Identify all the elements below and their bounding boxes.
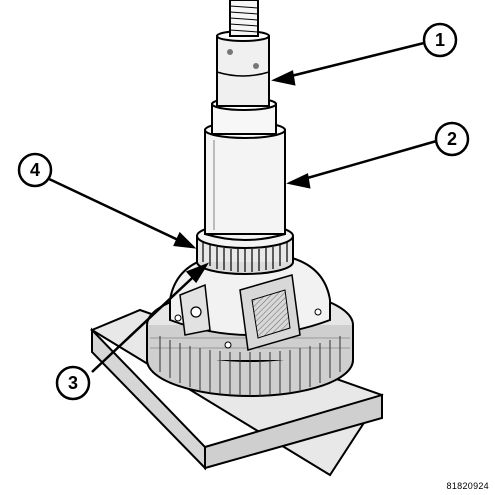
callout-number: 2 — [447, 129, 457, 149]
callout-circle — [434, 121, 470, 157]
figure-id-label: 81820924 — [446, 481, 489, 491]
callout-number: 3 — [68, 373, 78, 393]
callout-circle — [17, 152, 53, 188]
leader-line-1 — [274, 40, 429, 82]
leader-line-4 — [46, 176, 194, 249]
callout-2: 2 — [434, 121, 470, 157]
leader-line-3 — [91, 264, 207, 373]
callout-3: 3 — [55, 365, 91, 401]
leader-arrowhead-4 — [173, 231, 197, 249]
leader-lines — [46, 40, 441, 373]
leader-line-2 — [289, 138, 441, 185]
callout-circle — [55, 365, 91, 401]
leader-arrowhead-3 — [185, 262, 210, 284]
differential-case — [169, 257, 331, 351]
leader-arrowhead-1 — [271, 70, 296, 86]
callout-number: 1 — [435, 30, 445, 50]
callout-circle — [422, 22, 458, 58]
callout-4: 4 — [17, 152, 53, 188]
installer-tool — [204, 97, 286, 241]
leader-arrowhead-2 — [286, 173, 311, 189]
handle — [216, 0, 270, 107]
callout-number: 4 — [30, 160, 40, 180]
callout-1: 1 — [422, 22, 458, 58]
